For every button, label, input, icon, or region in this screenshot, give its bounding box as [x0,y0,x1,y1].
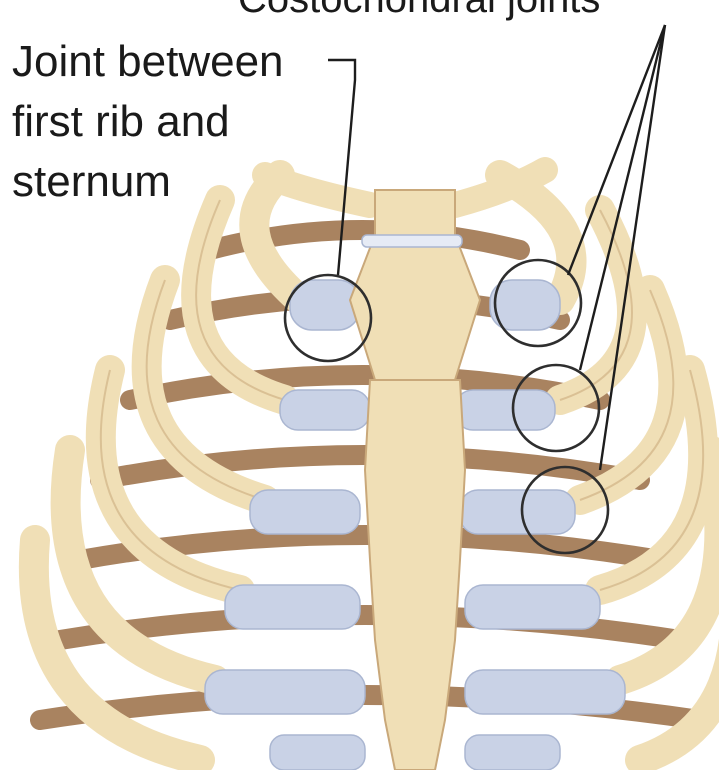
sternum-body [365,380,465,770]
sternum [350,190,480,770]
first-rib-joint-label-line-2: first rib and [12,97,230,146]
manubrium [350,190,480,380]
first-rib-joint-label: Joint between first rib and sternum [12,37,284,206]
first-rib-joint-label-line-3: sternum [12,157,171,206]
first-rib-joint-label-line-1: Joint between [12,37,284,86]
sternal-angle [362,235,462,247]
costochondral-joints-label: Costochondral joints [238,0,600,21]
first-rib-leader-line [328,60,355,275]
